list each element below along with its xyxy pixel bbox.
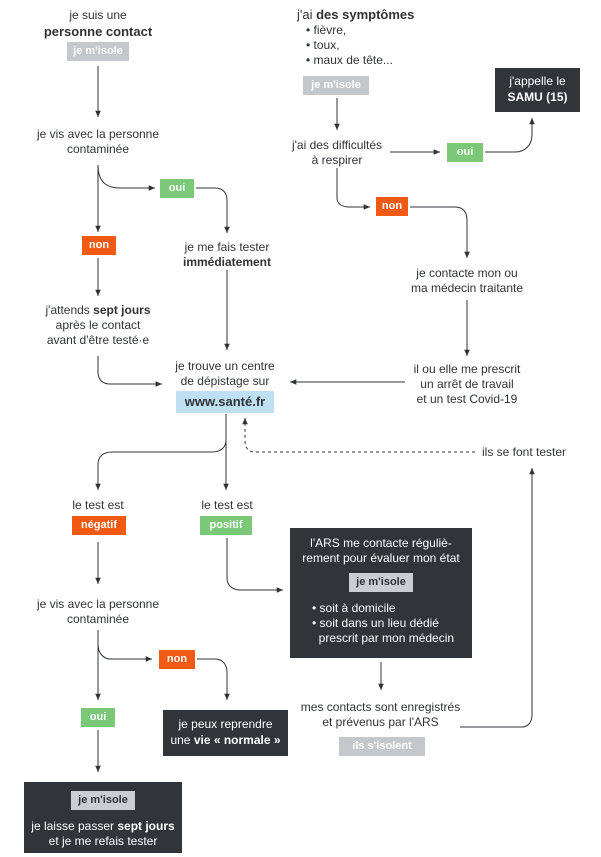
arrow-oui-to-test xyxy=(196,187,230,233)
find-line1: je trouve un centre xyxy=(175,359,275,373)
symptom-item-3: • maux de tête... xyxy=(306,53,393,67)
they-test-label: ils se font tester xyxy=(482,445,567,459)
arrow-find-to-negatif xyxy=(95,414,227,490)
resume-line1: je peux reprendre xyxy=(178,717,273,731)
arrow-contacts-to-retest xyxy=(460,468,535,728)
non-badge-right: non xyxy=(376,197,408,216)
ars-box: l'ARS me contacte réguliè- rement pour é… xyxy=(290,528,472,658)
prescribe-line1: il ou elle me prescrit xyxy=(413,362,521,376)
ars-item2: • soit dans un lieu dédié xyxy=(312,616,439,630)
samu-box: j'appelle le SAMU (15) xyxy=(495,68,580,112)
contacts-line2: et prévenus par l'ARS xyxy=(322,715,439,729)
non-badge-results: non xyxy=(159,650,195,669)
arrow-wait-to-find xyxy=(97,356,162,387)
final-bold: sept jours xyxy=(117,819,175,833)
resume-line2: une vie « normale » xyxy=(163,733,288,748)
arrow-livewith-to-oui xyxy=(97,164,155,191)
oui-badge-right: oui xyxy=(447,143,483,162)
prescribe-line3: et un test Covid-19 xyxy=(416,392,518,406)
livewith2-line2: contaminée xyxy=(66,612,130,626)
final-line2: et je me refais tester xyxy=(48,834,158,848)
ars-line2: rement pour évaluer mon état xyxy=(302,551,460,565)
contacts-isolate-badge: ils s'isolent xyxy=(339,737,425,756)
find-line2: de dépistage sur xyxy=(180,374,270,388)
oui-badge-left: oui xyxy=(160,179,194,198)
arrow-livewith2-to-non xyxy=(97,630,152,662)
final-prefix: je laisse passer xyxy=(31,819,118,833)
livewith2-line1: je vis avec la personne xyxy=(36,597,160,611)
test-line1: je me fais tester xyxy=(184,240,270,254)
contact-title: personne contact xyxy=(43,24,153,39)
wait-bold: sept jours xyxy=(93,303,151,317)
resume-bold: vie « normale » xyxy=(193,733,281,747)
symptom-item-1: • fièvre, xyxy=(306,23,347,37)
isolate-badge-symptoms: je m'isole xyxy=(303,76,369,95)
arrow-retest-dashed xyxy=(242,418,475,453)
arrow-non-to-doctor xyxy=(410,206,470,258)
ars-item3: prescrit par mon médecin xyxy=(318,631,455,645)
ars-line1: l'ARS me contacte réguliè- xyxy=(310,536,452,550)
ars-isolate-badge: je m'isole xyxy=(349,573,413,592)
symptoms-title: j'ai des symptômes xyxy=(297,7,414,22)
arrow-breath-to-non xyxy=(336,168,370,210)
final-box: je m'isole je laisse passer sept jours e… xyxy=(24,782,182,853)
samu-line1: j'appelle le xyxy=(509,74,566,88)
arrow-positif-to-ars xyxy=(226,538,283,593)
symptom-item-2: • toux, xyxy=(306,38,340,52)
oui-badge-results: oui xyxy=(81,708,115,727)
wait-line1: j'attends sept jours xyxy=(28,303,168,318)
livewith-line1: je vis avec la personne xyxy=(36,127,160,141)
neg-label: le test est xyxy=(72,498,124,512)
wait-line3: avant d'être testé·e xyxy=(46,333,150,347)
symptoms-bold: des symptômes xyxy=(316,7,415,22)
symptoms-prefix: j'ai xyxy=(297,7,317,22)
breath-line1: j'ai des difficultés xyxy=(291,138,383,152)
sante-fr-link[interactable]: www.santé.fr xyxy=(176,391,274,413)
resume-prefix: une xyxy=(170,733,194,747)
contacts-line1: mes contacts sont enregistrés xyxy=(300,700,461,714)
contact-line1: je suis une xyxy=(69,8,127,22)
positif-badge: positif xyxy=(200,516,252,535)
arrow-oui-to-samu xyxy=(485,118,535,153)
prescribe-line2: un arrêt de travail xyxy=(420,377,514,391)
resume-box: je peux reprendre une vie « normale » xyxy=(163,710,288,756)
negatif-badge: négatif xyxy=(72,516,126,535)
wait-prefix: j'attends xyxy=(45,303,94,317)
livewith-line2: contaminée xyxy=(66,142,130,156)
ars-item1: • soit à domicile xyxy=(312,601,396,615)
test-line2: immédiatement xyxy=(182,255,272,269)
final-line1: je laisse passer sept jours xyxy=(24,819,182,834)
wait-line2: après le contact xyxy=(55,318,141,332)
breath-line2: à respirer xyxy=(311,153,363,167)
samu-line2: SAMU (15) xyxy=(507,90,568,104)
doctor-line2: ma médecin traitante xyxy=(410,281,524,295)
pos-label: le test est xyxy=(201,498,253,512)
arrow-non-to-resume xyxy=(197,658,230,700)
isolate-badge-contact: je m'isole xyxy=(67,42,129,61)
final-isolate-badge: je m'isole xyxy=(71,791,135,810)
doctor-line1: je contacte mon ou xyxy=(416,266,518,280)
non-badge-left: non xyxy=(82,236,116,255)
